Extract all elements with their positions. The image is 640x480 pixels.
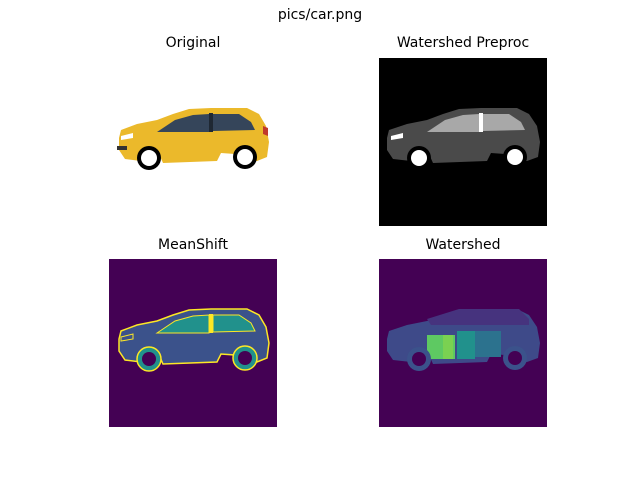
watershed-preproc-image bbox=[379, 58, 547, 226]
figure-title: pics/car.png bbox=[277, 7, 363, 23]
original-image-panel bbox=[109, 58, 277, 226]
panel-title-meanshift: MeanShift bbox=[158, 237, 228, 253]
panel-title-watershed-preproc: Watershed Preproc bbox=[396, 35, 530, 51]
original-car-image bbox=[109, 58, 277, 226]
meanshift-panel bbox=[109, 259, 277, 427]
watershed-segmentation-image bbox=[379, 259, 547, 427]
watershed-preproc-panel bbox=[379, 58, 547, 226]
meanshift-segmentation-image bbox=[109, 259, 277, 427]
watershed-panel bbox=[379, 259, 547, 427]
panel-title-original: Original bbox=[165, 35, 221, 51]
panel-title-watershed: Watershed bbox=[425, 237, 501, 253]
